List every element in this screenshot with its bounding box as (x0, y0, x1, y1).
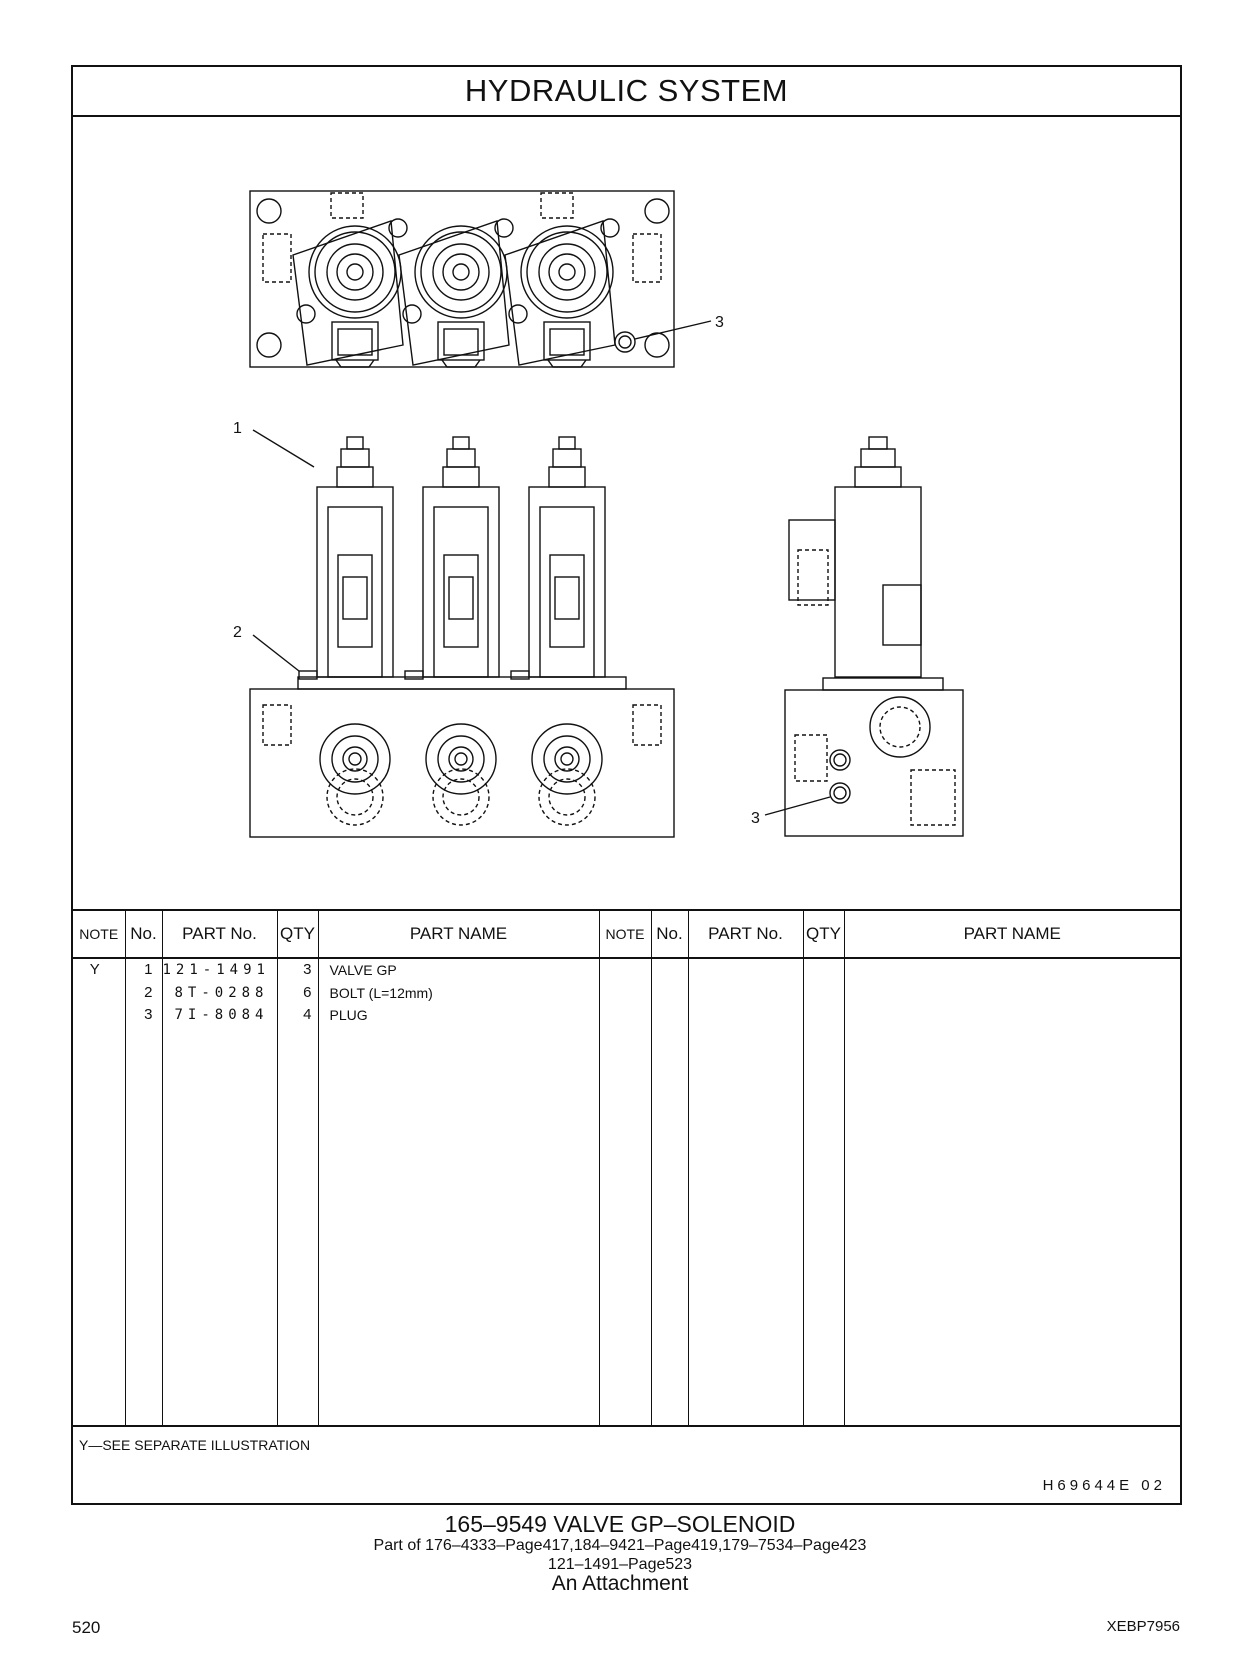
part-no-column-2 (688, 958, 804, 1427)
table-cell: 1 (144, 961, 153, 978)
caption-block: 165–9549 VALVE GP–SOLENOID Part of 176–4… (0, 1512, 1240, 1594)
table-cell: 2 (144, 983, 153, 1001)
callout-3-top: 3 (715, 314, 724, 331)
table-cell: PLUG (329, 1007, 368, 1023)
col-header-part-name: PART NAME (318, 909, 600, 959)
col-header-qty: QTY (277, 909, 319, 959)
col-header-note-2: NOTE (599, 909, 652, 959)
no-column-2 (651, 958, 689, 1427)
table-cell: 8T-0288 (174, 984, 269, 1001)
callout-1: 1 (233, 420, 242, 437)
col-header-part-no: PART No. (162, 909, 278, 959)
table-cell: 3 (303, 961, 312, 978)
col-header-part-name-2: PART NAME (844, 909, 1180, 959)
caption-attachment: An Attachment (551, 1572, 689, 1595)
qty-column: 3 6 4 (277, 958, 319, 1427)
illustration-code: H69644E 02 (1042, 1477, 1166, 1494)
table-cell: BOLT (L=12mm) (329, 984, 433, 1001)
table-cell: Y (89, 961, 100, 978)
table-cell: 6 (303, 983, 312, 1001)
page-number: 520 (72, 1618, 101, 1637)
table-cell: 7I-8084 (174, 1007, 269, 1023)
footnote-area: Y—SEE SEPARATE ILLUSTRATION H69644E 02 (73, 1425, 1180, 1505)
table-cell (73, 982, 117, 1005)
table-header-row: NOTE No. PART No. QTY PART NAME NOTE No.… (73, 909, 1180, 959)
table-cell (73, 1004, 117, 1027)
parts-illustration: 3 1 2 3 (73, 115, 1180, 909)
section-title: HYDRAULIC SYSTEM (73, 67, 1180, 117)
top-view-drawing (249, 190, 712, 368)
parts-table: NOTE No. PART No. QTY PART NAME NOTE No.… (73, 909, 1180, 1427)
col-header-no: No. (125, 909, 163, 959)
page-frame: HYDRAULIC SYSTEM (71, 65, 1182, 1505)
table-cell: 3 (144, 1006, 153, 1023)
table-body-row: Y 1 2 3 121-1491 8T-0288 7I-8084 3 6 (73, 958, 1180, 1427)
part-no-column: 121-1491 8T-0288 7I-8084 (162, 958, 278, 1427)
caption-title: 165–9549 VALVE GP–SOLENOID (444, 1511, 796, 1537)
part-name-column-2 (844, 958, 1180, 1427)
table-cell: VALVE GP (329, 962, 397, 978)
col-header-note: NOTE (73, 909, 126, 959)
part-name-column: VALVE GP BOLT (L=12mm) PLUG (318, 958, 600, 1427)
table-cell: 4 (303, 1006, 312, 1023)
note-column-2 (599, 958, 652, 1427)
caption-part-of: Part of 176–4333–Page417,184–9421–Page41… (373, 1537, 867, 1554)
caption-page-ref: 121–1491–Page523 (547, 1556, 693, 1573)
table-cell: 121-1491 (162, 962, 270, 978)
callout-3-side: 3 (751, 810, 760, 827)
document-id: XEBP7956 (1106, 1618, 1180, 1635)
col-header-qty-2: QTY (803, 909, 845, 959)
col-header-part-no-2: PART No. (688, 909, 804, 959)
front-view-drawing (249, 429, 675, 838)
side-view-drawing (764, 436, 964, 837)
callout-2: 2 (233, 624, 242, 641)
footnote-text: Y—SEE SEPARATE ILLUSTRATION (79, 1437, 311, 1453)
col-header-no-2: No. (651, 909, 689, 959)
qty-column-2 (803, 958, 845, 1427)
no-column: 1 2 3 (125, 958, 163, 1427)
note-column: Y (73, 958, 126, 1427)
